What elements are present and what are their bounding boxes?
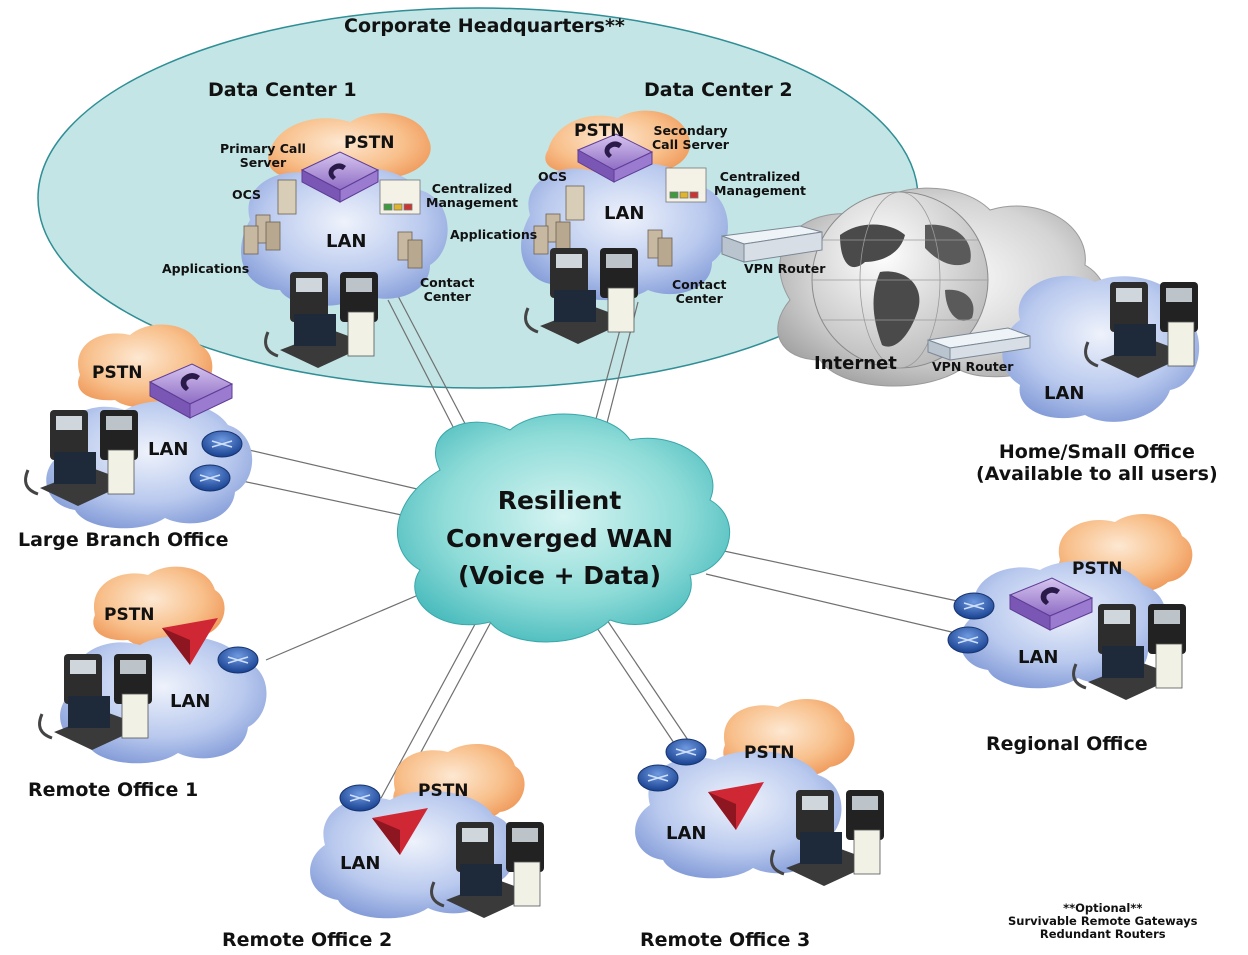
hq-vpn-router-label: VPN Router [744, 261, 826, 276]
large-branch-pstn-label: PSTN [92, 363, 143, 383]
dc2-applications-label: Applications [450, 227, 538, 242]
primary-call-server-label: Primary Call Server [220, 141, 306, 171]
hq-title: Corporate Headquarters** [344, 15, 625, 37]
dc2-ocs-label: OCS [538, 169, 568, 184]
remote-office-1-title: Remote Office 1 [28, 779, 199, 801]
wan-cloud [397, 413, 731, 643]
dc2-lan-label: LAN [604, 203, 645, 224]
dc2-contact-center-label: Contact Center [672, 277, 727, 307]
remote-3-pstn-label: PSTN [744, 743, 795, 763]
router-icon [189, 430, 995, 812]
regional-pstn-label: PSTN [1072, 559, 1123, 579]
call-server-icon [148, 133, 1094, 631]
dc1-applications-label: Applications [162, 261, 250, 276]
remote-office-2-title: Remote Office 2 [222, 929, 393, 951]
dc1-contact-center-label: Contact Center [420, 275, 475, 305]
gateway-icon [162, 618, 764, 855]
dc1-ocs-label: OCS [232, 187, 262, 202]
large-branch-title: Large Branch Office [18, 529, 229, 551]
large-branch-lan-label: LAN [148, 439, 189, 460]
remote-2-pstn-label: PSTN [418, 781, 469, 801]
regional-office-title: Regional Office [986, 733, 1148, 755]
dc2-centralized-management-label: Centralized Management [714, 169, 807, 199]
vpn-router-icon [721, 225, 1031, 361]
dc2-pstn-label: PSTN [574, 121, 625, 141]
endpoint-cluster-icon [24, 248, 1198, 918]
server-tower-icon [243, 179, 673, 269]
remote-1-lan-label: LAN [170, 691, 211, 712]
management-console-icon [379, 167, 707, 215]
internet-label: Internet [814, 353, 897, 374]
footnote: **Optional** Survivable Remote Gateways … [1008, 901, 1198, 942]
dc1-pstn-label: PSTN [344, 133, 395, 153]
home-vpn-router-label: VPN Router [932, 359, 1014, 374]
home-lan-label: LAN [1044, 383, 1085, 404]
remote-office-3-title: Remote Office 3 [640, 929, 811, 951]
dc1-centralized-management-label: Centralized Management [426, 181, 519, 211]
secondary-call-server-label: Secondary Call Server [652, 123, 729, 153]
remote-1-pstn-label: PSTN [104, 605, 155, 625]
home-office-title: Home/Small Office (Available to all user… [976, 441, 1218, 485]
wan-label: Resilient Converged WAN (Voice + Data) [446, 486, 674, 590]
data-center-2-title: Data Center 2 [644, 79, 793, 101]
data-center-1-title: Data Center 1 [208, 79, 357, 101]
regional-lan-label: LAN [1018, 647, 1059, 668]
handset-glyph [180, 141, 1060, 605]
remote-2-lan-label: LAN [340, 853, 381, 874]
remote-3-lan-label: LAN [666, 823, 707, 844]
dc1-lan-label: LAN [326, 231, 367, 252]
